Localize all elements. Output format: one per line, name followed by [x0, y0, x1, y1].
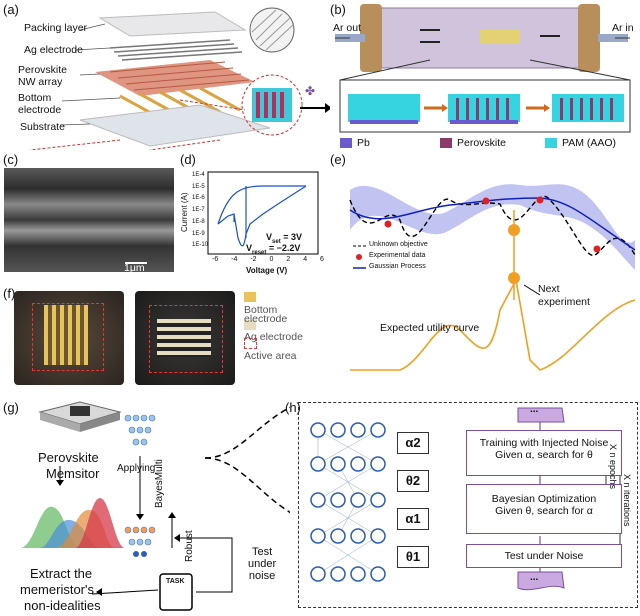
- legend-perovskite: Perovskite: [457, 137, 507, 149]
- legend-gaussian-process: Gaussian Process: [369, 263, 426, 270]
- symbol-theta2: θ2: [397, 470, 429, 492]
- panel-label-b: (b): [330, 2, 346, 17]
- iv-ytick: 1E-8: [192, 218, 205, 225]
- iv-xtick: -2: [250, 256, 257, 263]
- legend-swatch-bottom: [244, 292, 256, 302]
- vreset-label: Vreset = −2.2V: [246, 243, 301, 256]
- panel-label-d: (d): [180, 152, 196, 167]
- experiment-label: experiment: [538, 296, 590, 308]
- layer-label-ag: Ag electrode: [24, 44, 83, 56]
- layer-label-nw: NW array: [18, 76, 63, 88]
- ar-in-label: Ar in: [612, 22, 634, 34]
- svg-text:✤: ✤: [305, 84, 315, 98]
- iv-xtick: -4: [231, 256, 238, 263]
- layer-label-substrate: Substrate: [20, 121, 65, 133]
- panel-label-c: (c): [3, 152, 19, 167]
- robust-label: Robust: [184, 530, 195, 562]
- extract-label-3: non-idealities: [24, 598, 101, 613]
- iv-xtick: -6: [212, 256, 219, 263]
- scale-bar-label: 1μm: [124, 262, 145, 274]
- layer-label-packing: Packing layer: [24, 22, 88, 34]
- sem-image: [4, 168, 174, 272]
- panel-label-e: (e): [330, 152, 346, 167]
- xn-epochs-label: X n epochs: [608, 444, 618, 490]
- extract-label-2: memeristor's: [20, 582, 94, 597]
- bottom-dots: ...: [530, 572, 539, 583]
- xn-iterations-label: X n iterations: [622, 474, 632, 527]
- legend-active-area: Active area: [244, 350, 297, 362]
- legend-swatch-active: [244, 338, 257, 349]
- iv-ytick: 1E-5: [192, 183, 205, 190]
- iv-ytick: 1E-7: [192, 207, 205, 214]
- iv-xtick: 4: [303, 256, 308, 263]
- next-label: Next: [538, 283, 560, 295]
- vset-label: Vset = 3V: [266, 232, 302, 245]
- legend-experimental-data: Experimental data: [369, 252, 426, 259]
- top-dots: ...: [530, 404, 539, 415]
- legend-pam: PAM (AAO): [562, 137, 617, 149]
- panel-label-f: (f): [3, 286, 16, 301]
- iv-xtick: 2: [286, 256, 291, 263]
- iv-ytick: 1E-4: [192, 172, 205, 178]
- iv-ytick: 1E-6: [192, 195, 205, 202]
- layer-label-electrode: electrode: [18, 104, 62, 116]
- legend-unknown-objective: Unknown objective: [369, 241, 428, 248]
- legend-swatch-ag: [244, 320, 256, 330]
- device-photo-2: [135, 291, 235, 385]
- legend-bottom-electrode: electrode: [244, 313, 288, 325]
- device-photo-1: [14, 291, 124, 385]
- iv-ylabel: Current (A): [180, 192, 189, 232]
- panel-label-h: (h): [285, 400, 301, 415]
- scale-bar: [125, 262, 147, 264]
- iv-ytick: 1E-9: [192, 230, 205, 237]
- bayesian-optimization-plot: [349, 184, 636, 371]
- iv-xticks: -6 -4 -2 0 2 4 6: [212, 256, 324, 263]
- iv-ytick: 1E-10: [192, 242, 209, 249]
- legend-ag-electrode: Ag electrode: [244, 331, 303, 343]
- task-label: TASK: [166, 578, 185, 585]
- utility-curve-label: Expected utility curve: [380, 322, 480, 334]
- legend-pb: Pb: [357, 137, 370, 149]
- tube-furnace-illustration: [335, 4, 631, 148]
- symbol-theta1: θ1: [397, 546, 429, 568]
- symbol-alpha2: α2: [397, 432, 429, 454]
- iv-xtick: 6: [320, 256, 324, 263]
- neural-network-diagram: [310, 407, 621, 591]
- layer-label-bottom: Bottom: [18, 92, 52, 104]
- panel-label-g: (g): [3, 400, 19, 415]
- workflow-illustration: [20, 401, 290, 611]
- chip-label-1: Perovskite: [38, 450, 99, 465]
- panel-h-frame: [298, 402, 638, 608]
- iv-curve-plot: [207, 171, 319, 255]
- iv-xtick: 0: [269, 256, 274, 263]
- device-stack-illustration: ✤: [29, 7, 330, 150]
- ar-out-label: Ar out: [333, 22, 362, 34]
- extract-label-1: Extract the: [30, 566, 93, 581]
- symbol-alpha1: α1: [397, 508, 429, 530]
- layer-label-perovskite: Perovskite: [18, 64, 68, 76]
- iv-xlabel: Voltage (V): [246, 266, 288, 275]
- test-under-noise-box: Test under Noise: [466, 544, 622, 568]
- bayesmulti-label: BayesMulti: [154, 459, 165, 508]
- iv-yticks: 1E-4 1E-5 1E-6 1E-7 1E-8 1E-9 1E-10: [192, 170, 210, 252]
- applying-label: Applying: [117, 463, 156, 474]
- legend-bottom-1: Bottom: [244, 304, 278, 316]
- chip-label-2: Memsitor: [46, 466, 100, 481]
- panel-label-a: (a): [3, 2, 19, 17]
